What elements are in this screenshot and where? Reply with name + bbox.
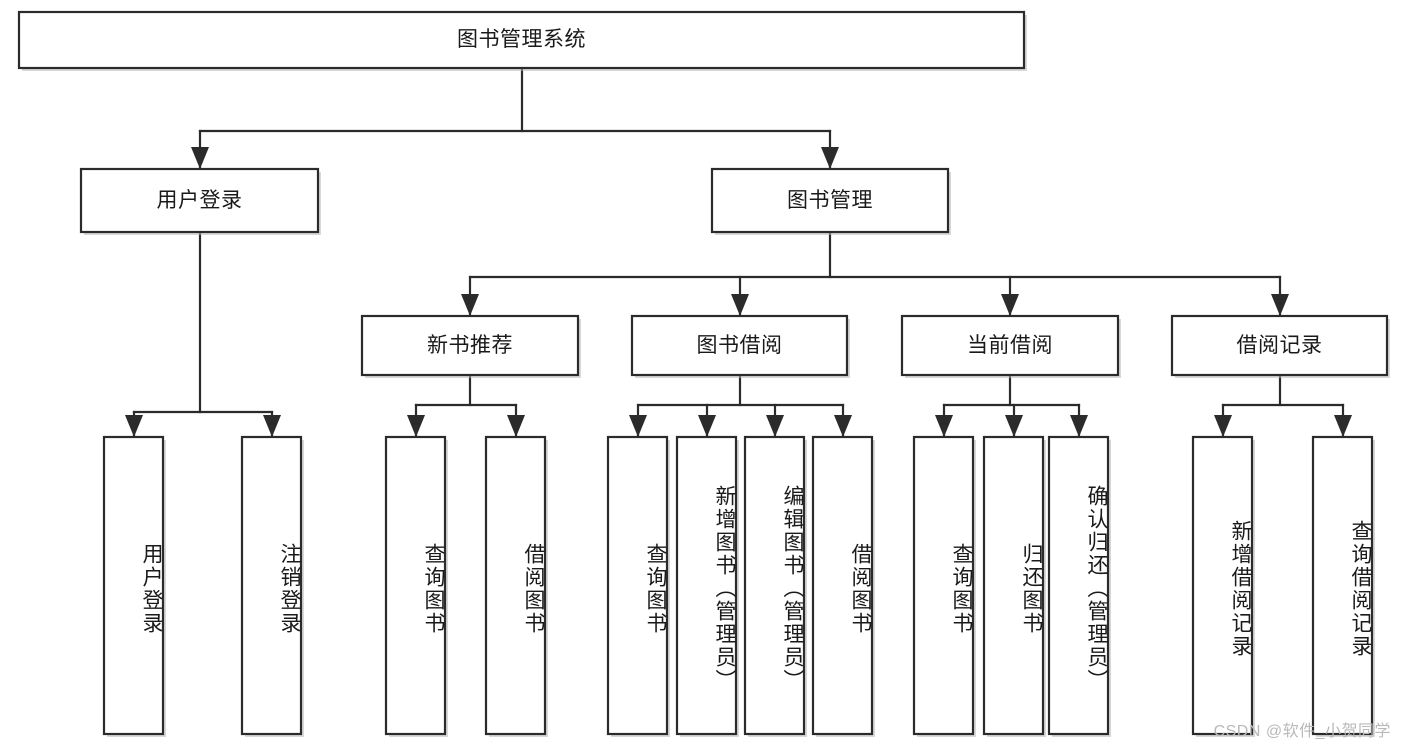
arrow-head-book-borrow: [731, 294, 749, 316]
arrow-head-borrow-record: [1271, 294, 1289, 316]
arrow-head-leaf-query-book-1: [407, 415, 425, 437]
arrow-head-new-book-rec: [461, 294, 479, 316]
edges-layer: [125, 66, 1352, 438]
arrow-head-leaf-query-book-3: [935, 415, 953, 437]
node-box-borrow-record[interactable]: [1170, 314, 1389, 377]
node-box-leaf-logout[interactable]: [240, 435, 303, 736]
arrow-head-leaf-edit-book: [766, 415, 784, 437]
arrow-head-leaf-logout: [263, 415, 281, 437]
node-box-leaf-query-book-1[interactable]: [384, 435, 447, 736]
node-box-current-borrow[interactable]: [900, 314, 1120, 377]
arrow-head-user-login: [191, 147, 209, 169]
node-box-leaf-return-book[interactable]: [982, 435, 1045, 736]
arrow-head-leaf-return-book: [1005, 415, 1023, 437]
arrow-head-leaf-add-book: [698, 415, 716, 437]
node-box-leaf-query-book-3[interactable]: [912, 435, 975, 736]
node-box-leaf-confirm-return[interactable]: [1047, 435, 1110, 736]
arrow-head-leaf-query-record: [1334, 415, 1352, 437]
node-box-user-login[interactable]: [79, 167, 320, 234]
node-box-leaf-edit-book[interactable]: [743, 435, 806, 736]
node-box-book-borrow[interactable]: [630, 314, 849, 377]
arrow-head-leaf-user-login: [125, 415, 143, 437]
arrow-head-leaf-add-record: [1214, 415, 1232, 437]
node-box-leaf-add-record[interactable]: [1191, 435, 1254, 736]
node-box-leaf-borrow-book-1[interactable]: [484, 435, 547, 736]
node-box-leaf-query-record[interactable]: [1311, 435, 1374, 736]
arrow-head-leaf-confirm-return: [1070, 415, 1088, 437]
arrow-head-leaf-borrow-book-2: [834, 415, 852, 437]
node-box-leaf-add-book[interactable]: [675, 435, 738, 736]
arrow-head-current-borrow: [1001, 294, 1019, 316]
node-box-root[interactable]: [17, 10, 1026, 70]
arrow-head-leaf-query-book-2: [629, 415, 647, 437]
node-box-new-book-rec[interactable]: [360, 314, 580, 377]
arrow-head-leaf-borrow-book-1: [507, 415, 525, 437]
node-box-leaf-query-book-2[interactable]: [606, 435, 669, 736]
nodes-layer: [17, 10, 1390, 737]
node-box-book-manage[interactable]: [710, 167, 950, 234]
node-box-leaf-borrow-book-2[interactable]: [811, 435, 874, 736]
arrow-head-book-manage: [821, 147, 839, 169]
node-box-leaf-user-login[interactable]: [102, 435, 165, 736]
